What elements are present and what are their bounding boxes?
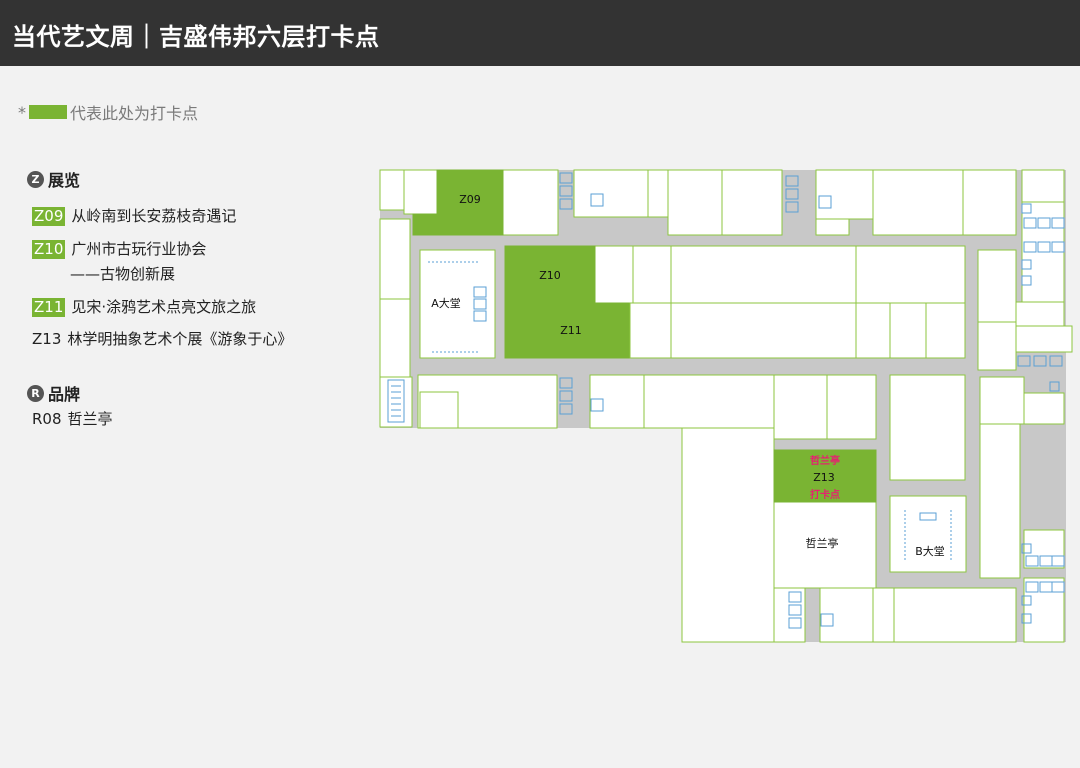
label-z11: Z11: [560, 324, 582, 337]
checkin-spots: [412, 169, 877, 503]
label-z13-bottom: 打卡点: [810, 488, 840, 501]
exhibition-item-z09[interactable]: Z09 从岭南到长安荔枝奇遇记: [32, 205, 236, 226]
legend-note-text: 代表此处为打卡点: [70, 104, 199, 123]
rooms: [379, 169, 1073, 643]
page-title: 当代艺文周｜吉盛伟邦六层打卡点: [12, 23, 380, 51]
brand-badge-icon: R: [27, 384, 44, 402]
exhibitions-heading: Z 展览: [27, 167, 80, 191]
exhibition-name: 见宋·涂鸦艺术点亮文旅之旅: [71, 298, 257, 316]
exhibition-code: Z11: [32, 298, 66, 317]
elevator-icon: [473, 172, 1065, 629]
exhibitions-heading-text: 展览: [48, 171, 81, 190]
restroom-icon: [590, 193, 1060, 627]
checkin-swatch: [29, 105, 67, 119]
spot-z09: [412, 169, 504, 236]
exhibition-code: Z13: [32, 330, 62, 348]
brand-code: R08: [32, 410, 62, 428]
map-labels: Z09 Z10 Z11 哲兰亭 Z13 打卡点 A大堂 B大堂 哲兰亭: [431, 193, 945, 558]
legend-asterisk: *: [18, 102, 26, 122]
legend-note: * 代表此处为打卡点: [18, 102, 199, 124]
label-z09: Z09: [459, 193, 481, 206]
exhibition-name: 林学明抽象艺术个展《游象于心》: [67, 330, 293, 348]
brand-name: 哲兰亭: [67, 410, 113, 428]
exhibition-item-z13[interactable]: Z13 林学明抽象艺术个展《游象于心》: [32, 328, 292, 349]
exhibition-badge-icon: Z: [27, 170, 44, 188]
facility-icons: [387, 172, 1065, 629]
label-z10: Z10: [539, 269, 561, 282]
brands-heading-text: 品牌: [48, 385, 81, 404]
exhibition-code: Z10: [32, 240, 66, 259]
exhibition-item-z10[interactable]: Z10 广州市古玩行业协会: [32, 238, 206, 259]
spot-z10: [504, 245, 596, 303]
exhibition-item-z11[interactable]: Z11 见宋·涂鸦艺术点亮文旅之旅: [32, 296, 256, 317]
label-brand-zhelanting: 哲兰亭: [806, 536, 839, 550]
lobby-detail-icon: [428, 261, 952, 560]
exhibition-name: 广州市古玩行业协会: [71, 240, 207, 258]
spot-z13: [773, 449, 877, 503]
label-z13-top: 哲兰亭: [810, 454, 840, 467]
brands-heading: R 品牌: [27, 381, 80, 405]
label-lobby-a: A大堂: [431, 296, 461, 310]
page-header: 当代艺文周｜吉盛伟邦六层打卡点: [0, 0, 1080, 66]
exhibition-code: Z09: [32, 207, 66, 226]
escalator-icon: [387, 379, 405, 423]
spot-z11: [504, 302, 630, 359]
exhibition-name: 从岭南到长安荔枝奇遇记: [71, 207, 237, 225]
brand-item-r08[interactable]: R08 哲兰亭: [32, 408, 113, 429]
label-lobby-b: B大堂: [915, 544, 945, 558]
label-z13: Z13: [813, 471, 835, 484]
exhibition-item-z10-sub: ——古物创新展: [70, 265, 176, 283]
